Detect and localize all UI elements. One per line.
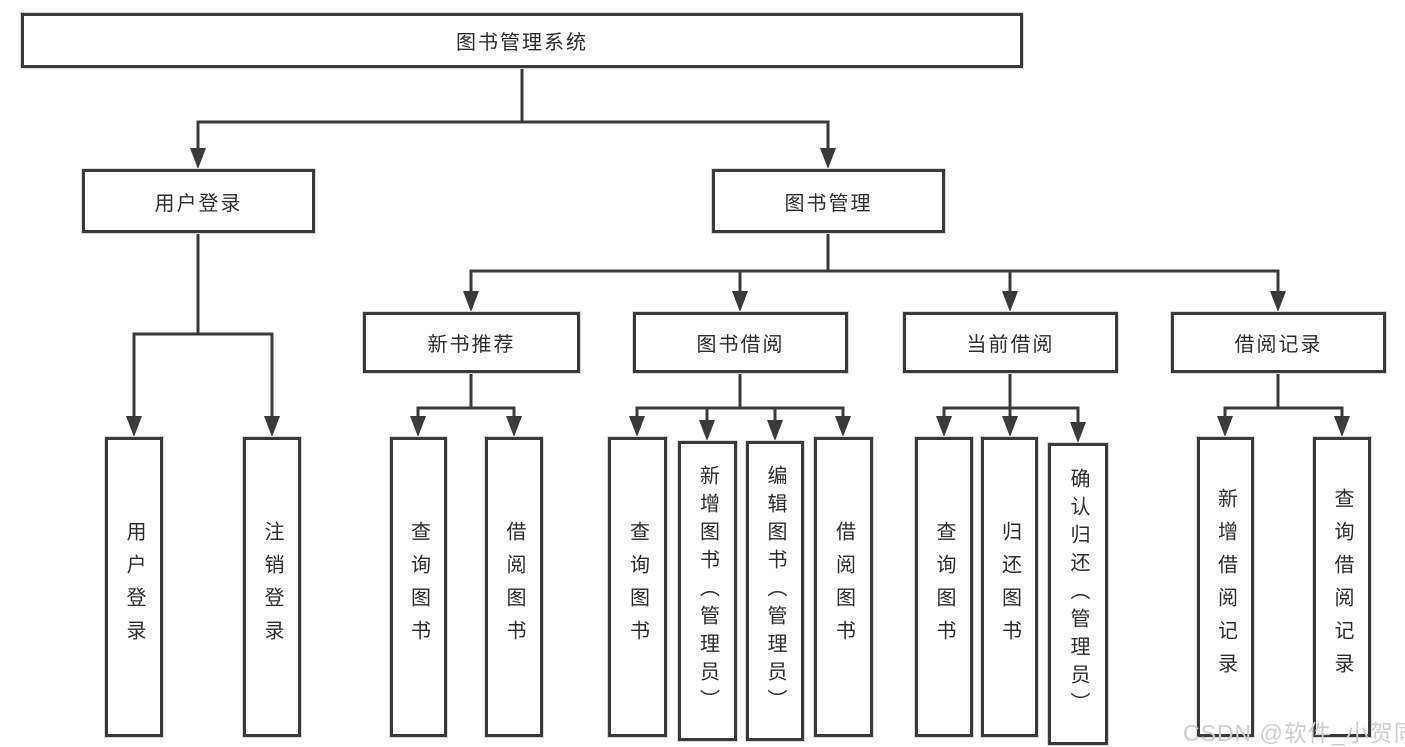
- node-current-borrow: 当前借阅: [903, 312, 1118, 373]
- node-book-management: 图书管理: [712, 169, 945, 233]
- csdn-watermark: CSDN @软件_小贺同学: [1183, 720, 1405, 746]
- node-borrow-record: 借阅记录: [1171, 312, 1386, 373]
- leaf-query-borrow-record: 查询借阅记录: [1313, 437, 1371, 737]
- connector-newbook-to-leaves: [416, 371, 516, 422]
- node-borrow-record-label: 借阅记录: [1234, 334, 1323, 356]
- leaf-user-login: 用户登录: [105, 437, 163, 737]
- leaf-add-borrow-record: 新增借阅记录: [1197, 437, 1254, 737]
- node-user-login: 用户登录: [82, 169, 315, 233]
- leaf-return-book: 归还图书: [981, 437, 1038, 737]
- node-user-login-label: 用户登录: [154, 192, 243, 215]
- connector-userlogin-to-leaves: [132, 231, 274, 422]
- node-current-borrow-label: 当前借阅: [966, 334, 1055, 356]
- leaf-return-book-label: 归还图书: [998, 521, 1021, 653]
- leaf-logout-label: 注销登录: [261, 521, 283, 653]
- leaf-logout: 注销登录: [243, 437, 301, 737]
- node-new-book-recommend-label: 新书推荐: [427, 334, 516, 356]
- leaf-user-login-label: 用户登录: [123, 521, 145, 653]
- connector-borrowrecord-to-leaves: [1223, 371, 1344, 422]
- leaf-confirm-return-admin-label: 确认归还（管理员）: [1067, 468, 1089, 720]
- leaf-confirm-return-admin: 确认归还（管理员）: [1048, 443, 1108, 745]
- leaf-borrow-book-label: 借阅图书: [832, 521, 855, 653]
- leaf-borrow-book-recommend: 借阅图书: [485, 437, 543, 737]
- node-book-borrow: 图书借阅: [633, 312, 848, 373]
- connector-currentborrow-to-leaves: [942, 371, 1080, 428]
- node-root-label: 图书管理系统: [456, 32, 588, 54]
- leaf-add-book-admin-label: 新增图书（管理员）: [696, 465, 719, 717]
- connector-bookmgmt-to-level3: [469, 231, 1280, 297]
- leaf-query-book-current-label: 查询图书: [933, 521, 955, 653]
- leaf-query-book-recommend: 查询图书: [390, 437, 447, 737]
- leaf-query-borrow-record-label: 查询借阅记录: [1331, 488, 1353, 686]
- leaf-query-book-current: 查询图书: [915, 437, 973, 737]
- node-book-borrow-label: 图书借阅: [696, 334, 785, 356]
- arrowheads: [126, 148, 1350, 443]
- leaf-query-book-borrow-label: 查询图书: [626, 521, 649, 653]
- leaf-edit-book-admin-label: 编辑图书（管理员）: [764, 465, 786, 717]
- leaf-borrow-book-recommend-label: 借阅图书: [503, 521, 525, 653]
- leaf-add-borrow-record-label: 新增借阅记录: [1214, 488, 1237, 686]
- node-new-book-recommend: 新书推荐: [363, 312, 580, 373]
- leaf-query-book-recommend-label: 查询图书: [407, 521, 430, 653]
- leaf-query-book-borrow: 查询图书: [608, 437, 667, 737]
- connector-bookborrow-to-leaves: [635, 371, 845, 426]
- leaf-borrow-book: 借阅图书: [814, 437, 873, 737]
- leaf-add-book-admin: 新增图书（管理员）: [678, 441, 737, 741]
- connector-root-to-level2: [196, 66, 830, 154]
- node-book-management-label: 图书管理: [784, 192, 873, 215]
- leaf-edit-book-admin: 编辑图书（管理员）: [746, 441, 804, 741]
- node-root: 图书管理系统: [21, 13, 1023, 68]
